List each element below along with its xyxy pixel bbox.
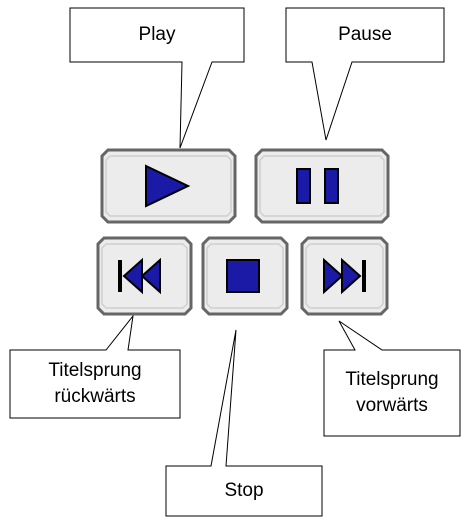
next-track-button[interactable] bbox=[300, 236, 389, 316]
pause-callout-box bbox=[285, 7, 445, 141]
stop-button[interactable] bbox=[201, 236, 289, 316]
stop-icon bbox=[226, 259, 260, 293]
pause-callout-label: Pause bbox=[338, 24, 392, 45]
pause-button[interactable] bbox=[254, 148, 390, 224]
next-callout-box bbox=[323, 320, 461, 437]
play-icon bbox=[145, 164, 191, 208]
prev-callout-box bbox=[9, 314, 181, 419]
next-track-callout-label: Titelsprung vorwärts bbox=[345, 369, 439, 416]
previous-track-button[interactable] bbox=[96, 236, 193, 316]
stop-callout-box bbox=[165, 329, 323, 517]
stop-callout-label: Stop bbox=[224, 480, 264, 501]
skip-back-icon bbox=[118, 257, 161, 295]
play-callout-box bbox=[69, 7, 245, 149]
play-callout-label: Play bbox=[138, 24, 176, 45]
play-button[interactable] bbox=[100, 148, 237, 224]
prev-track-callout-label: Titelsprung rückwärts bbox=[48, 360, 142, 407]
pause-button-frame bbox=[254, 148, 390, 224]
skip-forward-icon bbox=[323, 257, 366, 295]
pause-icon bbox=[296, 168, 339, 204]
